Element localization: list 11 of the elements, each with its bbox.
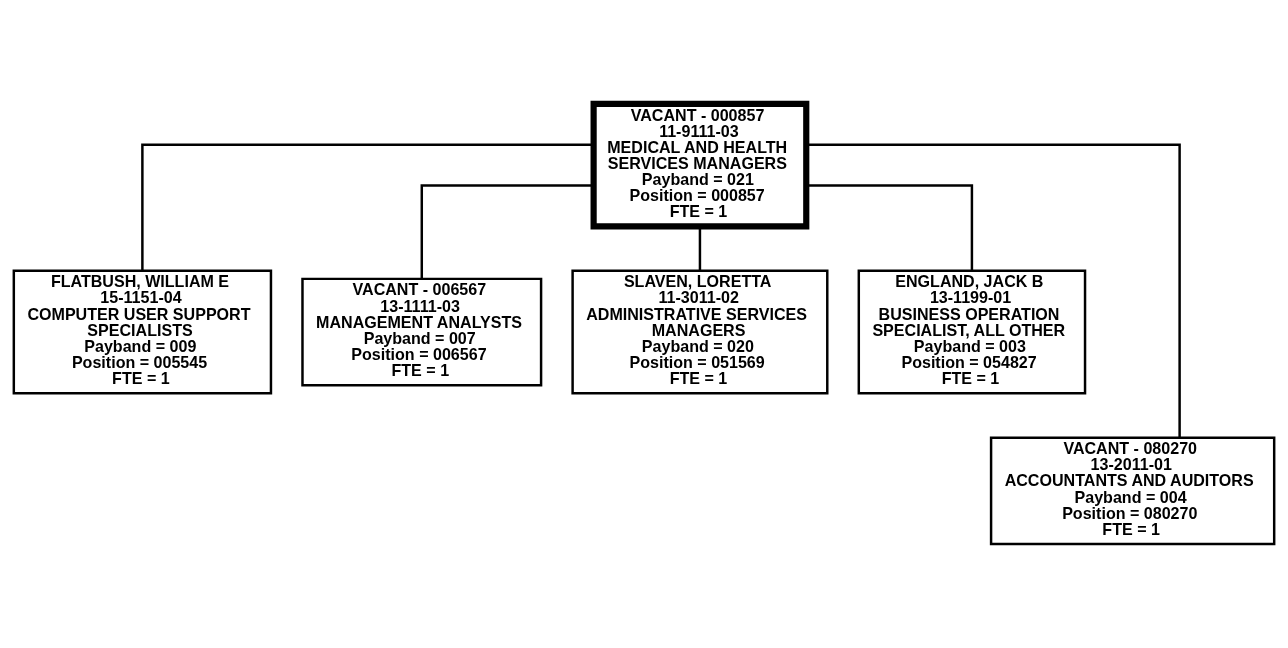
node-box: VACANT - 000857 11-9111-03 MEDICAL AND HEALTH SERVICES MANAGERS Payband = 021 Position = 000857 FTE = 1: [590, 100, 810, 230]
connector: [806, 184, 974, 271]
connector: [141, 143, 594, 271]
connector: [420, 184, 594, 279]
connector: [698, 226, 702, 271]
connector: [806, 143, 1181, 438]
node-box: VACANT - 006567 13-1111-03 MANAGEMENT ANALYSTS Payband = 007 Position = 006567 FTE = 1: [301, 277, 543, 387]
node-box: VACANT - 080270 13-2011-01 ACCOUNTANTS AND AUDITORS Payband = 004 Position = 080270 FTE = 1: [989, 436, 1276, 546]
node-box: SLAVEN, LORETTA 11-3011-02 ADMINISTRATIVE SERVICES MANAGERS Payband = 020 Position = 051569 FTE = 1: [571, 269, 829, 395]
node-box: ENGLAND, JACK B 13-1199-01 BUSINESS OPERATION SPECIALIST, ALL OTHER Payband = 003 Position = 054827 FTE = 1: [857, 269, 1087, 395]
node-box: FLATBUSH, WILLIAM E 15-1151-04 COMPUTER USER SUPPORT SPECIALISTS Payband = 009 Position = 005545 FTE = 1: [12, 269, 273, 395]
